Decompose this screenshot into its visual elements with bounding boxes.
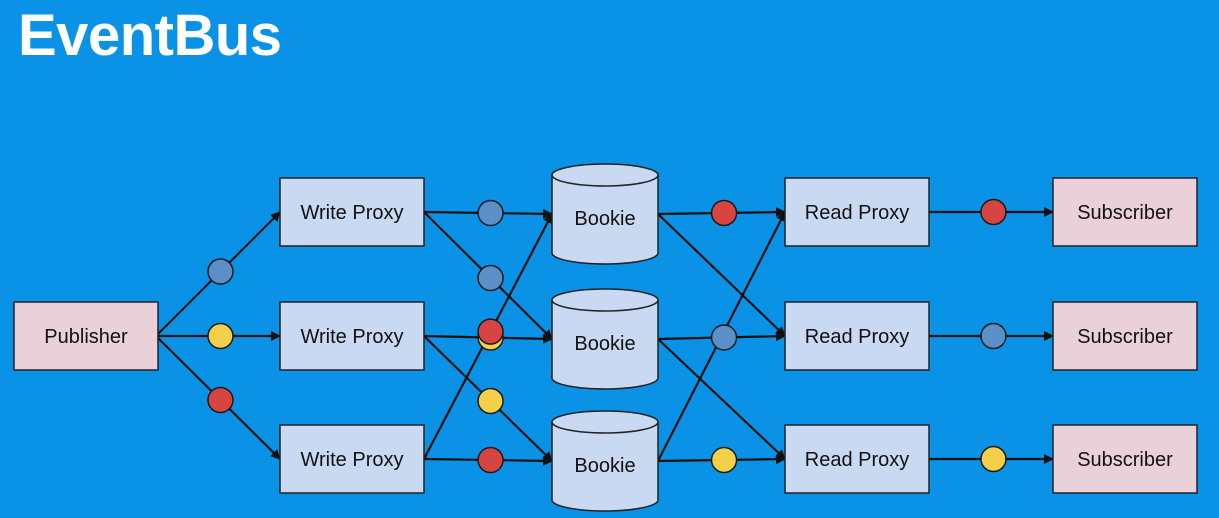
message-blue-dot — [477, 264, 504, 292]
subscriber-3: Subscriber — [1052, 424, 1198, 494]
message-blue-dot — [710, 324, 738, 351]
write-proxy-1-label: Write Proxy — [301, 202, 404, 224]
message-yellow-dot — [980, 445, 1007, 473]
write-proxy-1-box — [279, 177, 425, 247]
bookie-3-cylinder-top — [551, 410, 659, 434]
write-proxy-2: Write Proxy — [279, 301, 425, 371]
subscriber-1: Subscriber — [1052, 177, 1198, 247]
subscriber-1-box — [1052, 177, 1198, 247]
message-blue-dot — [477, 199, 504, 227]
bookie-1-cylinder-body — [551, 175, 659, 265]
message-blue-dot — [980, 322, 1007, 350]
bookie-3-cylinder-body — [551, 422, 659, 512]
bookie-2-cylinder-top — [551, 288, 659, 312]
message-red-dot — [477, 446, 504, 474]
read-proxy-3: Read Proxy — [784, 424, 930, 494]
read-proxy-2-box — [784, 301, 930, 371]
subscriber-3-box — [1052, 424, 1198, 494]
subscriber-2-label: Subscriber — [1077, 326, 1173, 348]
read-proxy-1-label: Read Proxy — [805, 202, 910, 224]
read-proxy-2-label: Read Proxy — [805, 326, 910, 348]
write-proxy-2-label: Write Proxy — [301, 326, 404, 348]
message-yellow-dot — [207, 322, 234, 350]
bookie-2-cylinder-body — [551, 300, 659, 390]
message-blue-dot — [207, 258, 234, 285]
read-proxy-3-label: Read Proxy — [805, 449, 910, 471]
publisher-node-label: Publisher — [44, 326, 128, 348]
bookie-3: Bookie — [551, 410, 659, 512]
message-red-dot — [207, 386, 234, 414]
subscriber-2: Subscriber — [1052, 301, 1198, 371]
write-proxy-2-box — [279, 301, 425, 371]
slide-title: EventBus — [18, 3, 282, 68]
edge-bookie-1-to-read-proxy-2 — [657, 213, 786, 337]
read-proxy-1-box — [784, 177, 930, 247]
subscriber-2-box — [1052, 301, 1198, 371]
message-red-dot — [980, 198, 1007, 226]
publisher-node-box — [13, 301, 159, 371]
edge-bookie-2-to-read-proxy-3 — [657, 338, 786, 460]
subscriber-3-label: Subscriber — [1077, 449, 1173, 471]
bookie-2-label: Bookie — [574, 333, 635, 355]
read-proxy-2: Read Proxy — [784, 301, 930, 371]
bookie-3-label: Bookie — [574, 455, 635, 477]
write-proxy-3-box — [279, 424, 425, 494]
read-proxy-1: Read Proxy — [784, 177, 930, 247]
bookie-1: Bookie — [551, 163, 659, 265]
message-red-dot — [710, 199, 738, 227]
publisher-node: Publisher — [13, 301, 159, 371]
write-proxy-1: Write Proxy — [279, 177, 425, 247]
write-proxy-3: Write Proxy — [279, 424, 425, 494]
read-proxy-3-box — [784, 424, 930, 494]
message-red-dot — [477, 318, 504, 345]
bookie-2: Bookie — [551, 288, 659, 390]
message-yellow-dot — [477, 387, 504, 415]
write-proxy-3-label: Write Proxy — [301, 449, 404, 471]
subscriber-1-label: Subscriber — [1077, 202, 1173, 224]
messages-layer — [207, 198, 1007, 474]
message-yellow-dot — [710, 446, 738, 474]
bookie-1-label: Bookie — [574, 208, 635, 230]
bookie-1-cylinder-top — [551, 163, 659, 187]
